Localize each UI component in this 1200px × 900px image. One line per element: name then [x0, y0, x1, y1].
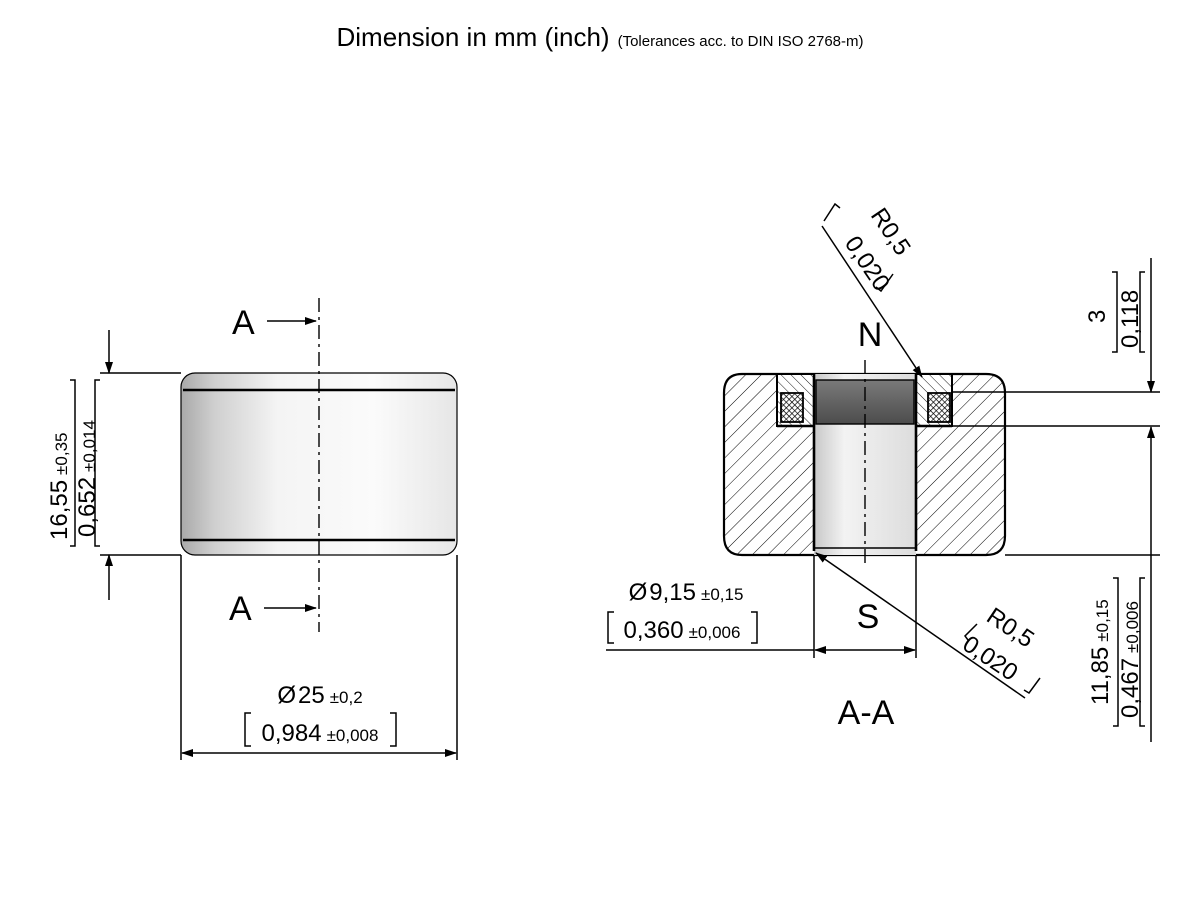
- side-view: A A 16,55±0,35 0,652±0,014 Ø25±0,2 0,984…: [46, 298, 458, 760]
- diameter-label-in: 0,984±0,008: [262, 720, 379, 747]
- radius-bottom-leader: [815, 552, 1026, 699]
- height-label-in-right: 0,467±0,006: [1117, 601, 1144, 718]
- bore-label-in: 0,360±0,006: [624, 617, 741, 644]
- section-mark-bottom: A: [229, 590, 252, 628]
- diameter-bracket-left: [244, 712, 251, 747]
- section-name: A-A: [838, 694, 895, 732]
- height-label-mm-right: 11,85±0,15: [1087, 599, 1114, 705]
- radius-bottom-bracket-b: [1023, 677, 1041, 694]
- seal-left: [780, 392, 804, 423]
- height-bracket-right: [94, 379, 100, 547]
- depth-label-in: 0,118: [1117, 290, 1144, 348]
- pole-south-label: S: [857, 598, 880, 636]
- depth-bracket-left: [1112, 271, 1118, 353]
- section-view: N S A-A R0,5 0,020 R0,5 0,020 3 0,118 11…: [606, 202, 1160, 742]
- pole-north-label: N: [858, 316, 883, 354]
- height-bracket-left-right: [1113, 577, 1119, 727]
- radius-top-bracket-b: [875, 273, 894, 293]
- bore-label-mm: Ø9,15±0,15: [629, 579, 744, 606]
- diameter-bracket-right: [390, 712, 397, 747]
- height-label-mm: 16,55±0,35: [46, 433, 73, 540]
- height-bracket-right-right: [1139, 577, 1145, 727]
- depth-bracket-right: [1139, 271, 1145, 353]
- height-bracket-left: [70, 379, 76, 547]
- section-mark-top: A: [232, 304, 255, 342]
- height-label-in: 0,652±0,014: [74, 420, 101, 537]
- seal-right: [927, 392, 951, 423]
- radius-top-leader: [821, 225, 923, 378]
- bore-bracket-right: [751, 611, 758, 644]
- drawing-title: Dimension in mm (inch)(Tolerances acc. t…: [337, 22, 864, 52]
- radius-bottom-bracket-a: [964, 623, 978, 641]
- diameter-label-mm: Ø25±0,2: [277, 682, 362, 709]
- radius-top-bracket-a: [823, 202, 841, 222]
- bore-bracket-left: [607, 611, 614, 644]
- depth-label-mm: 3: [1084, 310, 1111, 323]
